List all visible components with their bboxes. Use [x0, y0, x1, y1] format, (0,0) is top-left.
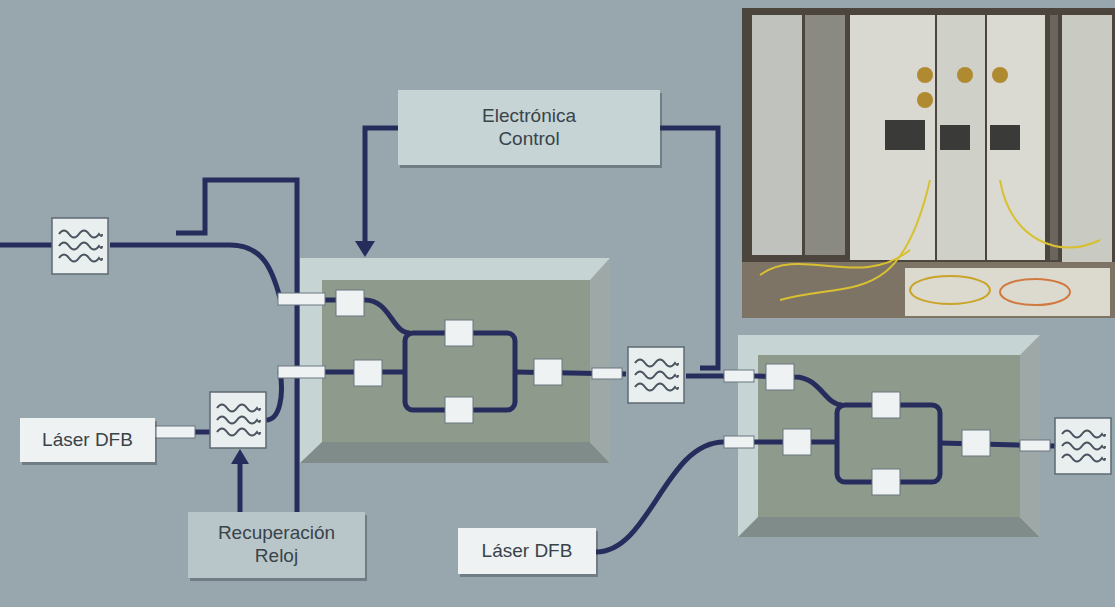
fiber-line — [0, 243, 52, 248]
waveguide-block — [445, 397, 473, 423]
fiber-connector — [278, 293, 325, 305]
waveguide-block — [766, 364, 794, 390]
box-label: Recuperación Reloj — [207, 522, 347, 568]
box-label: Láser DFB — [482, 540, 573, 563]
fiber-connector — [155, 426, 195, 438]
filter-symbol — [52, 218, 108, 274]
filter-symbol — [628, 347, 684, 403]
waveguide-block — [336, 290, 364, 316]
fiber-line — [596, 442, 724, 552]
control-box: Electrónica Control — [398, 90, 660, 165]
control-arrow — [365, 128, 398, 244]
fiber-connector — [592, 368, 622, 379]
control-arrow — [238, 462, 243, 518]
control-line — [660, 128, 718, 368]
box-label: Láser DFB — [42, 429, 133, 452]
waveguide-block — [872, 392, 900, 418]
fiber-lines — [0, 128, 1055, 552]
waveguide-block — [534, 359, 562, 385]
modulator-plate — [738, 335, 1040, 537]
modulator-plate — [300, 258, 610, 463]
fiber-connector — [724, 370, 754, 382]
tap-line — [176, 180, 297, 518]
fiber-connector — [278, 366, 325, 378]
clock-recovery-box: Recuperación Reloj — [188, 512, 365, 578]
fiber-connectors — [155, 290, 1050, 495]
waveguide-block — [445, 320, 473, 346]
fiber-connector — [1020, 440, 1050, 451]
fiber-connector — [724, 436, 754, 448]
fiber-line — [686, 374, 724, 379]
laser-box: Láser DFB — [20, 418, 155, 462]
arrow-head — [355, 241, 375, 257]
waveguide-block — [354, 360, 382, 386]
waveguide-block — [962, 430, 990, 456]
waveguide-block — [872, 469, 900, 495]
fiber-line — [110, 245, 280, 298]
filter-symbol — [1055, 418, 1111, 474]
laser-box: Láser DFB — [458, 528, 596, 574]
waveguide-block — [783, 429, 811, 455]
equipment-photo — [742, 8, 1115, 318]
filter-symbol — [210, 392, 266, 448]
box-label: Electrónica Control — [459, 105, 599, 151]
arrow-head — [231, 449, 249, 464]
